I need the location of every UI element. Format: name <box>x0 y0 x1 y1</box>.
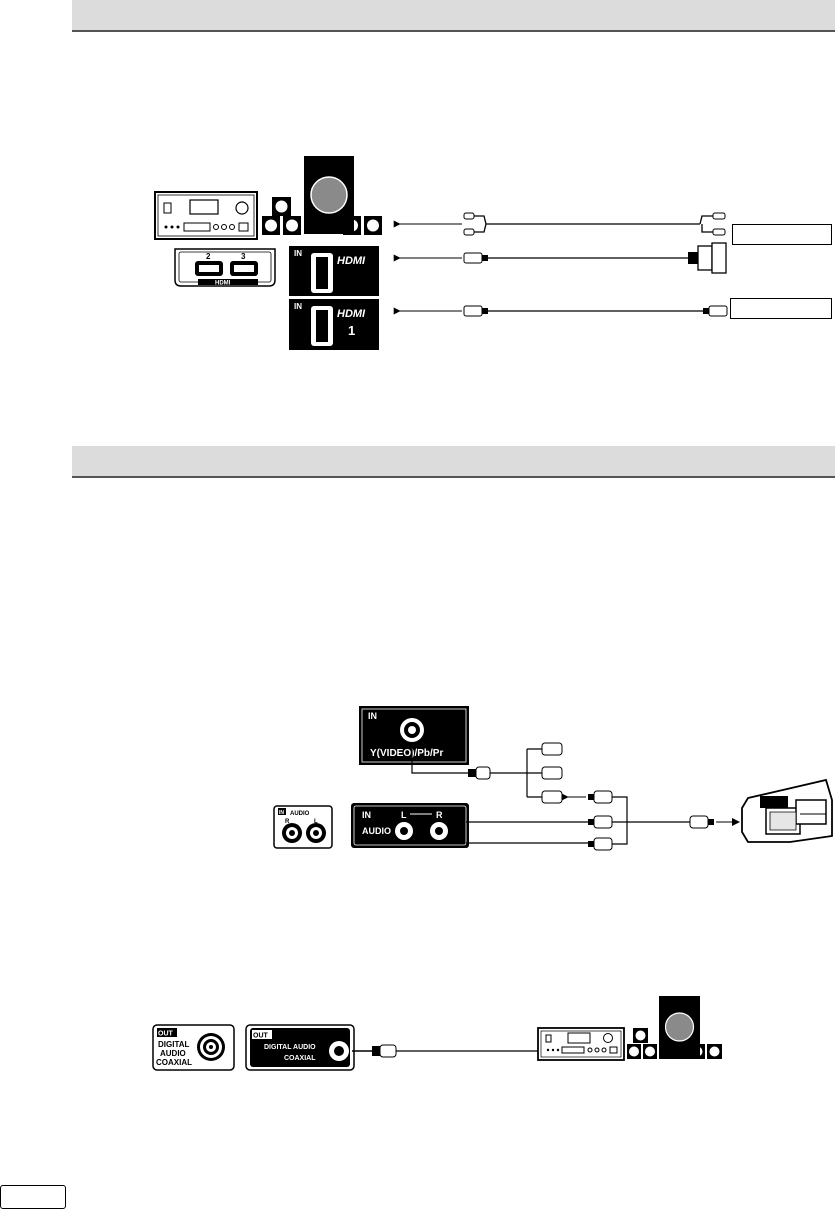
rca-plug-icon <box>463 212 487 236</box>
digital-out-label: OUT <box>253 1033 269 1040</box>
hdmi-plug-icon <box>708 305 728 317</box>
component-in-label: IN <box>368 711 377 721</box>
hdmi-in-label-upper: IN <box>294 249 302 258</box>
small-audio-l: L <box>314 819 318 825</box>
rca-plug-icon <box>689 815 709 829</box>
external-device-box-1 <box>732 224 832 245</box>
amplifier-icon <box>154 191 258 240</box>
hdmi-dvi-cable <box>393 242 727 274</box>
hdmi-port-3-label: 3 <box>241 252 246 261</box>
hdmi-plug-icon <box>463 305 483 317</box>
small-audio-label: AUDIO <box>290 811 310 817</box>
coaxial-cable <box>352 1044 538 1058</box>
digital-out-small-panel: OUT DIGITAL AUDIO COAXIAL <box>152 1024 235 1071</box>
digital-small-line3: COAXIAL <box>156 1058 192 1067</box>
hdmi-logo-lower: HDMI <box>337 308 366 320</box>
page-number-box <box>0 1185 66 1209</box>
audio-left-label: L <box>401 810 407 820</box>
section-header-middle <box>72 446 835 478</box>
component-cable <box>411 742 586 804</box>
small-audio-in-label: IN <box>279 810 284 816</box>
audio-in-small-panel: IN AUDIO R L <box>273 805 333 849</box>
digital-coaxial-label: COAXIAL <box>284 1055 316 1062</box>
hdmi-port-2-label: 2 <box>206 252 211 261</box>
hdmi-port-1-label: 1 <box>348 323 355 338</box>
coaxial-plug-icon <box>352 1044 397 1058</box>
digital-small-line1: DIGITAL <box>158 1040 190 1049</box>
dvi-plug-icon <box>688 242 727 274</box>
section-header-top <box>72 0 835 32</box>
digital-small-line2: AUDIO <box>160 1049 186 1058</box>
external-device-box-2 <box>730 298 832 319</box>
hdmi-logo-upper: HDMI <box>337 255 366 267</box>
hdmi-in-label-lower: IN <box>294 302 302 311</box>
hdmi-ports-small-panel: 2 3 HDMI <box>174 248 276 287</box>
component-in-panel: IN Y(VIDEO)/Pb/Pr <box>359 706 469 765</box>
audio-right-label: R <box>436 810 443 820</box>
audio-in-panel: IN AUDIO L R <box>351 803 469 848</box>
audio-cable-camcorder <box>466 790 740 851</box>
hdmi-in-panel-lower: IN HDMI 1 <box>289 299 379 350</box>
audio-in-label: IN <box>362 810 371 820</box>
hdmi-plug-icon <box>463 252 488 264</box>
audio-label: AUDIO <box>362 826 391 836</box>
digital-small-out-label: OUT <box>158 1031 174 1038</box>
subwoofer-icon <box>659 996 700 1059</box>
small-audio-r: R <box>285 819 290 825</box>
component-jack-label: Y(VIDEO)/Pb/Pr <box>370 748 443 759</box>
hdmi-small-logo: HDMI <box>215 281 231 287</box>
digital-audio-label: DIGITAL AUDIO <box>264 1044 316 1051</box>
rca-plug-icon <box>468 766 491 780</box>
audio-cable-top <box>393 212 726 236</box>
hdmi-in-panel-upper: IN HDMI <box>289 246 379 296</box>
digital-out-panel: OUT DIGITAL AUDIO COAXIAL <box>245 1024 355 1071</box>
amplifier-icon <box>537 1027 625 1061</box>
hdmi-hdmi-cable <box>393 305 728 317</box>
subwoofer-icon <box>304 156 354 234</box>
camcorder-icon <box>741 778 833 843</box>
arrow-right-icon <box>732 818 740 826</box>
